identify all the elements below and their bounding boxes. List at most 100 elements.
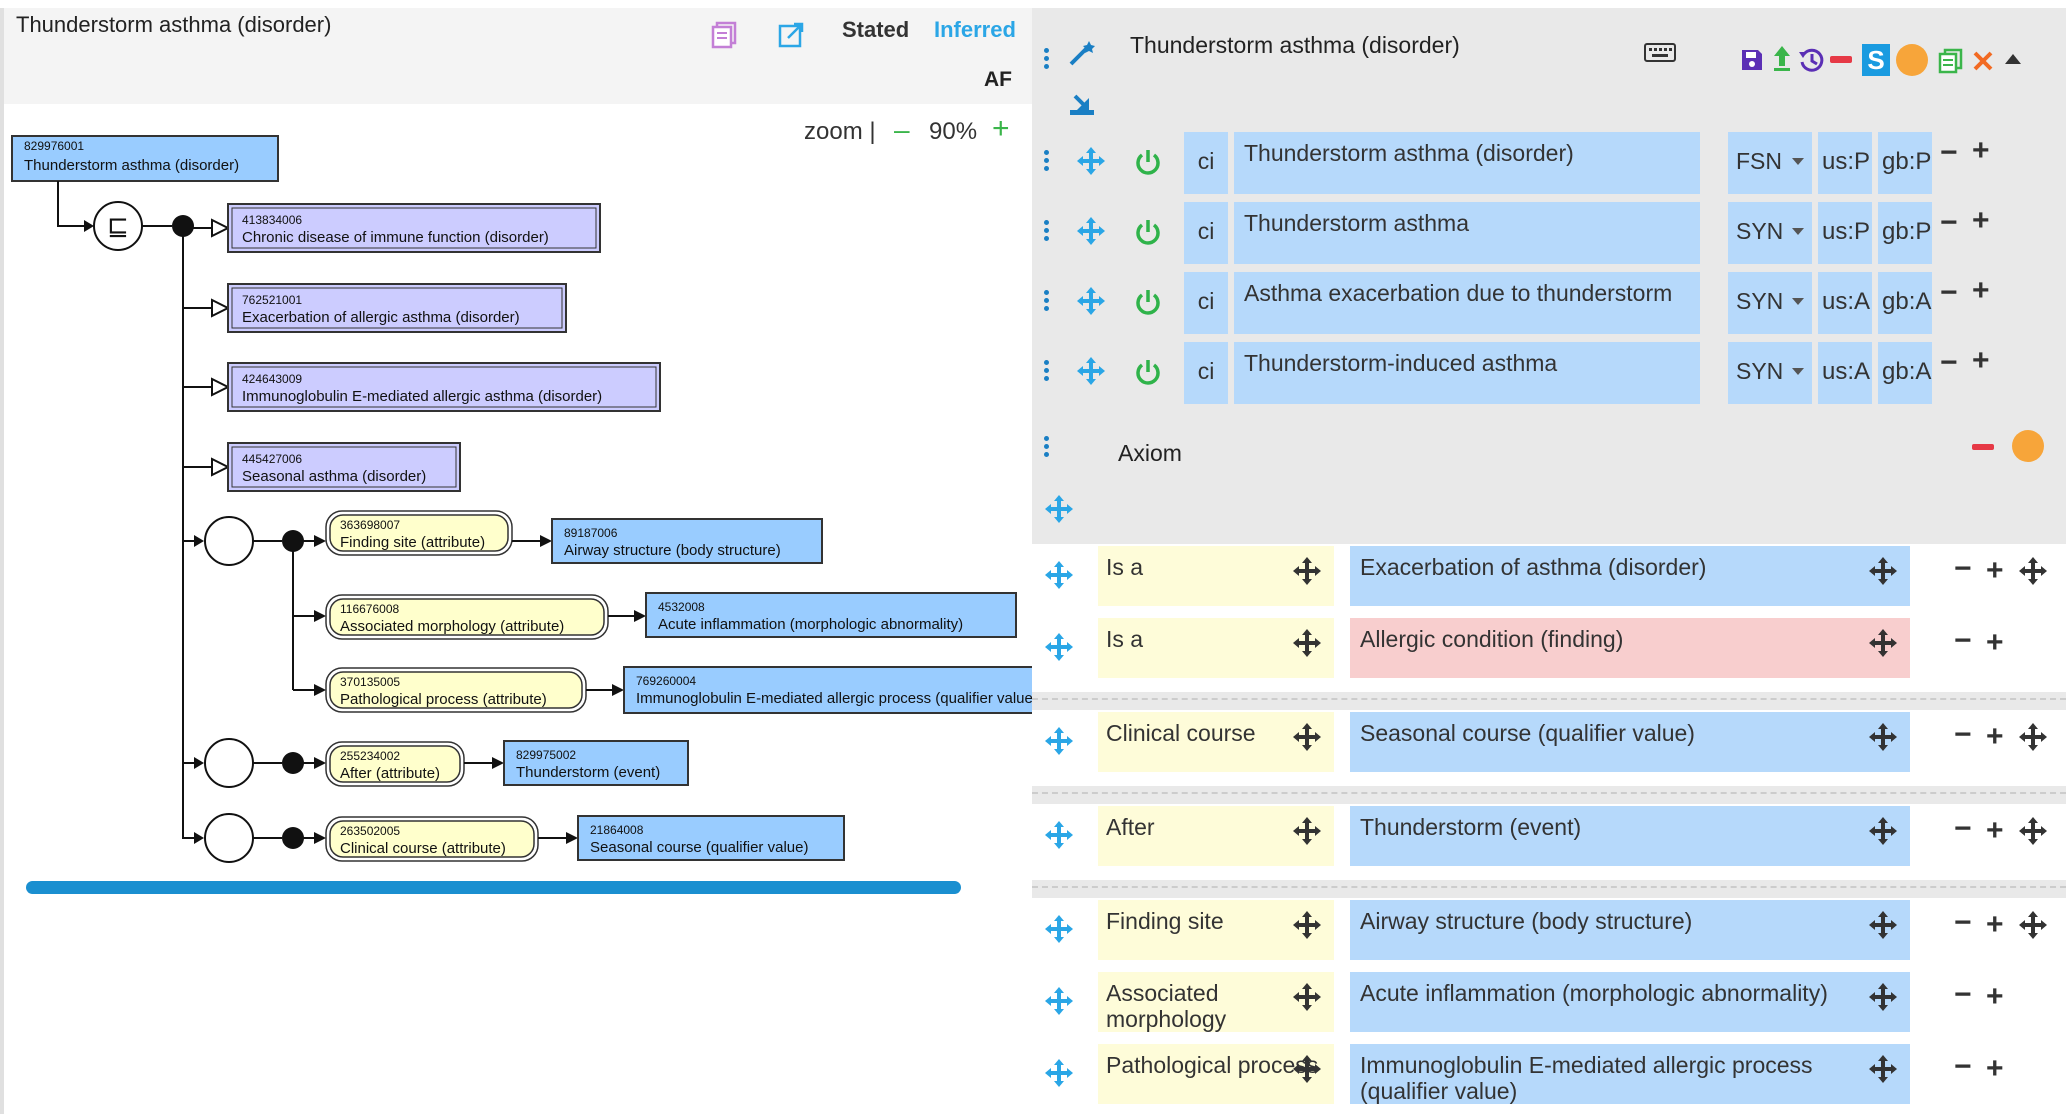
relationship-target[interactable]: Acute inflammation (morphologic abnormal… — [1350, 972, 1910, 1032]
notes-icon[interactable] — [710, 20, 740, 50]
relationship-target[interactable]: Seasonal course (qualifier value) — [1350, 712, 1910, 772]
type-move-icon[interactable] — [1292, 628, 1322, 658]
target-move-icon[interactable] — [1868, 722, 1898, 752]
relationship-move-icon[interactable] — [1044, 632, 1074, 662]
inactivate-icon[interactable] — [1830, 56, 1852, 63]
target-move-icon[interactable] — [1868, 910, 1898, 940]
relationship-move-icon[interactable] — [1044, 986, 1074, 1016]
description-drag-handle-icon[interactable] — [1044, 290, 1050, 314]
target-move-icon[interactable] — [1868, 628, 1898, 658]
relationship-move-icon[interactable] — [1044, 726, 1074, 756]
case-significance[interactable]: ci — [1184, 272, 1228, 334]
relationship-type[interactable]: After — [1098, 806, 1334, 866]
relationship-move-icon[interactable] — [1044, 1058, 1074, 1088]
relationship-type[interactable]: Is a — [1098, 618, 1334, 678]
remove-relationship-button[interactable]: − — [1954, 624, 1972, 657]
description-drag-handle-icon[interactable] — [1044, 150, 1050, 174]
promote-icon[interactable] — [1772, 44, 1792, 77]
us-acceptability[interactable]: us:P — [1818, 132, 1872, 194]
axiom-drag-handle-icon[interactable] — [1044, 436, 1050, 460]
target-move-icon[interactable] — [1868, 816, 1898, 846]
relationship-type[interactable]: Finding site — [1098, 900, 1334, 960]
target-move-icon[interactable] — [1868, 982, 1898, 1012]
remove-relationship-button[interactable]: − — [1954, 906, 1972, 939]
add-description-button[interactable]: + — [1972, 274, 1990, 307]
type-move-icon[interactable] — [1292, 982, 1322, 1012]
add-relationship-button[interactable]: + — [1986, 626, 2004, 659]
description-move-icon[interactable] — [1076, 146, 1106, 176]
af-label[interactable]: AF — [984, 68, 1012, 91]
description-term[interactable]: Thunderstorm asthma — [1234, 202, 1700, 264]
description-term[interactable]: Thunderstorm asthma (disorder) — [1234, 132, 1700, 194]
horizontal-scrollbar[interactable] — [26, 881, 961, 894]
description-term[interactable]: Thunderstorm-induced asthma — [1234, 342, 1700, 404]
active-toggle-icon[interactable] — [1134, 218, 1160, 245]
remove-relationship-button[interactable]: − — [1954, 978, 1972, 1011]
remove-description-button[interactable]: − — [1940, 346, 1958, 379]
close-icon[interactable] — [1972, 50, 1994, 77]
s-icon[interactable]: S — [1862, 44, 1890, 76]
add-description-button[interactable]: + — [1972, 344, 1990, 377]
remove-relationship-button[interactable]: − — [1954, 552, 1972, 585]
relationship-move-icon[interactable] — [1044, 820, 1074, 850]
drag-handle-icon[interactable] — [1044, 48, 1050, 72]
case-significance[interactable]: ci — [1184, 132, 1228, 194]
description-type-select[interactable]: FSN — [1728, 132, 1812, 194]
relationship-type[interactable]: Is a — [1098, 546, 1334, 606]
add-description-button[interactable]: + — [1972, 204, 1990, 237]
description-type-select[interactable]: SYN — [1728, 272, 1812, 334]
us-acceptability[interactable]: us:P — [1818, 202, 1872, 264]
active-toggle-icon[interactable] — [1134, 358, 1160, 385]
history-icon[interactable] — [1798, 46, 1826, 79]
zoom-out-button[interactable]: – — [894, 114, 910, 145]
add-relationship-button[interactable]: + — [1986, 720, 2004, 753]
description-move-icon[interactable] — [1076, 356, 1106, 386]
zoom-in-button[interactable]: + — [992, 112, 1010, 145]
description-move-icon[interactable] — [1076, 216, 1106, 246]
relationship-move-icon[interactable] — [1044, 560, 1074, 590]
add-description-button[interactable]: + — [1972, 134, 1990, 167]
target-move-icon[interactable] — [1868, 556, 1898, 586]
relationship-target[interactable]: Immunoglobulin E-mediated allergic proce… — [1350, 1044, 1910, 1104]
add-relationship-button[interactable]: + — [1986, 1052, 2004, 1085]
relationship-move-icon[interactable] — [1044, 914, 1074, 944]
clone-icon[interactable] — [1938, 48, 1964, 79]
group-move-icon[interactable] — [2018, 816, 2048, 846]
relationship-type[interactable]: Clinical course — [1098, 712, 1334, 772]
type-move-icon[interactable] — [1292, 722, 1322, 752]
status-circle-icon[interactable] — [1896, 44, 1928, 76]
type-move-icon[interactable] — [1292, 556, 1322, 586]
type-move-icon[interactable] — [1292, 816, 1322, 846]
gb-acceptability[interactable]: gb:P — [1878, 202, 1932, 264]
add-relationship-button[interactable]: + — [1986, 908, 2004, 941]
gb-acceptability[interactable]: gb:A — [1878, 342, 1932, 404]
type-move-icon[interactable] — [1292, 910, 1322, 940]
group-move-icon[interactable] — [2018, 910, 2048, 940]
description-drag-handle-icon[interactable] — [1044, 360, 1050, 384]
description-type-select[interactable]: SYN — [1728, 202, 1812, 264]
relationship-type[interactable]: Pathological process — [1098, 1044, 1334, 1104]
open-new-window-icon[interactable] — [776, 20, 806, 50]
remove-relationship-button[interactable]: − — [1954, 718, 1972, 751]
relationship-target[interactable]: Thunderstorm (event) — [1350, 806, 1910, 866]
case-significance[interactable]: ci — [1184, 202, 1228, 264]
stated-view-toggle[interactable]: Stated — [842, 17, 910, 42]
us-acceptability[interactable]: us:A — [1818, 342, 1872, 404]
case-significance[interactable]: ci — [1184, 342, 1228, 404]
remove-relationship-button[interactable]: − — [1954, 812, 1972, 845]
description-move-icon[interactable] — [1076, 286, 1106, 316]
type-move-icon[interactable] — [1292, 1054, 1322, 1084]
save-icon[interactable] — [1740, 48, 1764, 77]
relationship-target[interactable]: Allergic condition (finding) — [1350, 618, 1910, 678]
target-move-icon[interactable] — [1868, 1054, 1898, 1084]
add-relationship-button[interactable]: + — [1986, 814, 2004, 847]
remove-description-button[interactable]: − — [1940, 206, 1958, 239]
remove-axiom-icon[interactable] — [1972, 444, 1994, 450]
keyboard-icon[interactable] — [1644, 42, 1676, 69]
add-relationship-button[interactable]: + — [1986, 554, 2004, 587]
axiom-move-icon[interactable] — [1044, 494, 1074, 524]
inferred-view-toggle[interactable]: Inferred — [934, 17, 1016, 42]
remove-description-button[interactable]: − — [1940, 136, 1958, 169]
active-toggle-icon[interactable] — [1134, 288, 1160, 315]
group-move-icon[interactable] — [2018, 722, 2048, 752]
